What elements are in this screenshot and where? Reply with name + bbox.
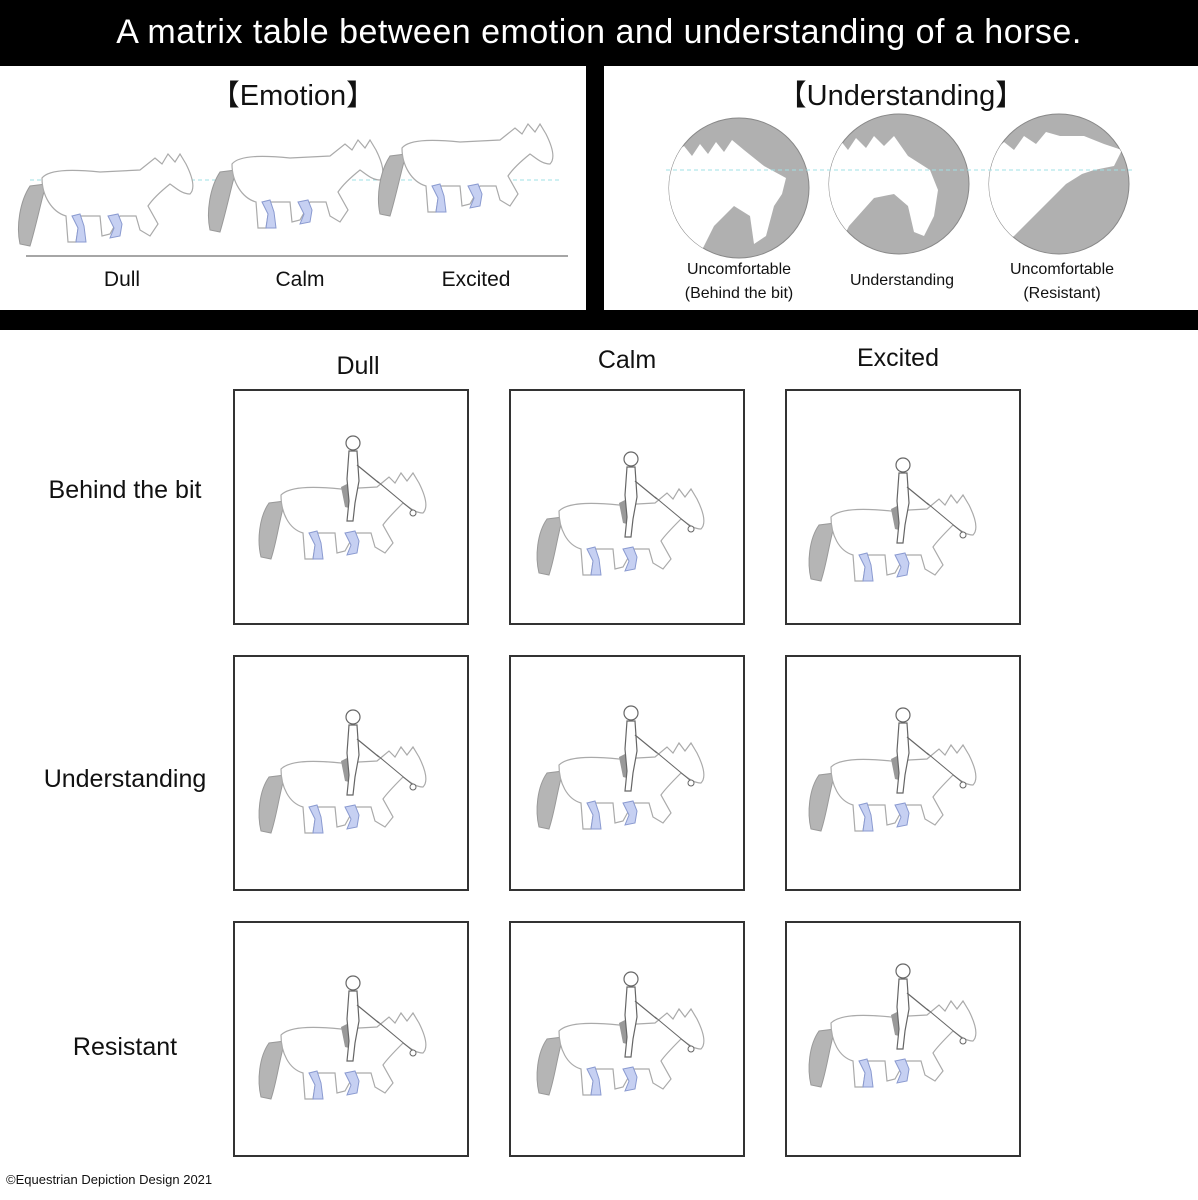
understanding-panel: 【Understanding】 Uncomfortable (Behind th… (604, 66, 1198, 310)
emotion-illustration (17, 123, 568, 257)
matrix-cell-excited-behind-bit (785, 389, 1021, 625)
horse-rider-icon (536, 705, 705, 830)
row-header-understanding: Understanding (43, 765, 207, 793)
matrix-cell-calm-understanding (509, 655, 745, 891)
understanding-label-resistant: Uncomfortable (Resistant) (1009, 261, 1115, 302)
horse-rider-icon (258, 709, 427, 834)
page-title: A matrix table between emotion and under… (116, 13, 1082, 51)
column-header-dull: Dull (336, 352, 380, 380)
horse-rider-icon (536, 971, 705, 1096)
row-header-resistant: Resistant (72, 1033, 178, 1061)
column-header-excited: Excited (857, 344, 939, 372)
matrix-cell-calm-behind-bit (509, 389, 745, 625)
matrix-cell-dull-resistant (233, 921, 469, 1157)
row-header-behind-bit: Behind the bit (48, 476, 202, 504)
horse-calm-icon (207, 139, 384, 233)
column-header-calm: Calm (597, 346, 657, 374)
emotion-label-dull: Dull (103, 268, 141, 291)
emotion-heading: 【Emotion】 (210, 80, 376, 112)
head-behind-bit-icon (668, 117, 810, 259)
understanding-label-behind-bit: Uncomfortable (Behind the bit) (684, 261, 794, 302)
matrix-cell-dull-understanding (233, 655, 469, 891)
horse-rider-icon (536, 451, 705, 576)
understanding-illustration (666, 113, 1134, 259)
head-resistant-icon (988, 113, 1130, 255)
matrix-cell-dull-behind-bit (233, 389, 469, 625)
understanding-label-understanding: Understanding (849, 272, 955, 289)
matrix-cell-excited-understanding (785, 655, 1021, 891)
emotion-label-calm: Calm (275, 268, 325, 291)
copyright-text: ©Equestrian Depiction Design 2021 (6, 1172, 213, 1187)
horse-rider-icon (258, 435, 427, 560)
head-understanding-icon (828, 113, 970, 255)
emotion-panel: 【Emotion】 Dull Calm Excited (0, 66, 586, 310)
emotion-label-excited: Excited (441, 268, 511, 291)
matrix-cell-calm-resistant (509, 921, 745, 1157)
horse-rider-icon (258, 975, 427, 1100)
horse-rider-icon (808, 457, 977, 582)
horse-rider-icon (808, 707, 977, 832)
horse-rider-icon (808, 963, 977, 1088)
horse-excited-icon (377, 123, 554, 217)
matrix-cell-excited-resistant (785, 921, 1021, 1157)
horse-dull-icon (17, 153, 194, 247)
understanding-heading: 【Understanding】 (777, 80, 1025, 112)
